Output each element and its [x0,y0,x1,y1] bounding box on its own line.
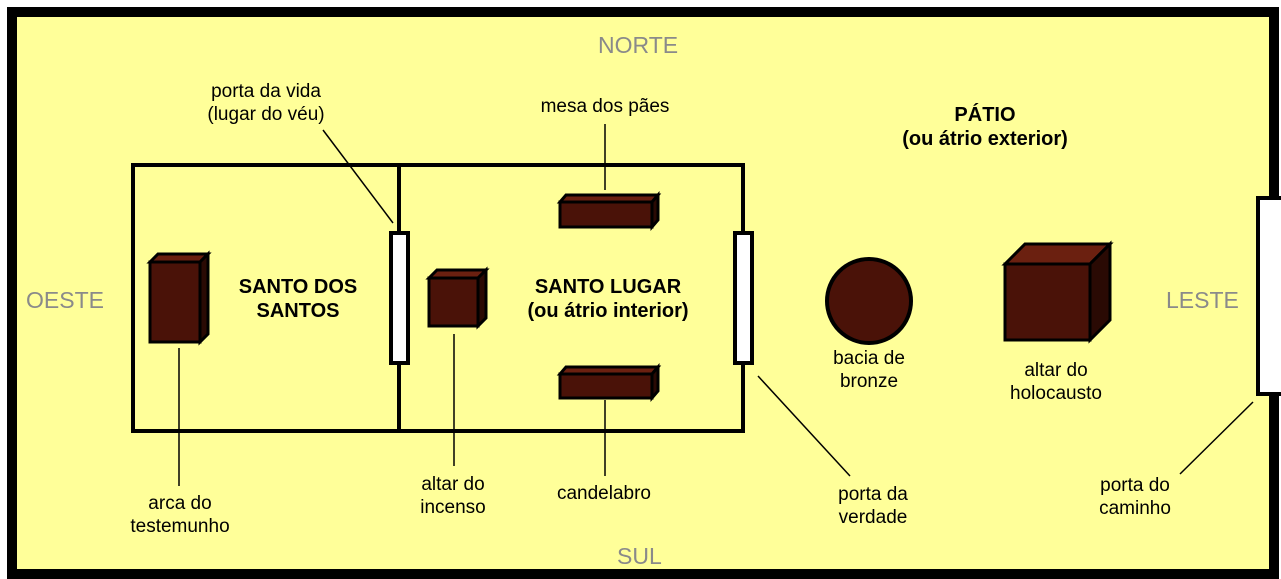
bronze-laver [825,257,913,345]
lampstand-label-line-1: candelabro [556,483,652,504]
truth-door-label: porta da verdade [838,483,908,529]
truth-door-label-line-2: verdade [838,507,908,528]
veil-door-label: porta da vida (lugar do véu) [207,80,324,126]
truth-door-label-line-1: porta da [838,484,908,505]
direction-west: OESTE [26,287,104,313]
direction-south: SUL [617,543,662,569]
incense-altar [425,266,490,330]
holy-of-holies-label: SANTO DOS SANTOS [239,275,358,323]
laver-label-line-1: bacia de [833,348,905,369]
veil-door-label-line-1: porta da vida [211,81,321,102]
bread-table [556,190,662,232]
holy-of-holies-line-1: SANTO DOS [238,276,358,298]
burnt-altar [1001,240,1114,344]
burnt-altar-label-line-1: altar do [1024,360,1088,381]
ark-of-testimony [146,250,212,346]
burnt-altar-label: altar do holocausto [1010,359,1102,405]
direction-north: NORTE [598,32,679,58]
ark-label-line-1: arca do [148,493,212,514]
ark-label-line-2: testemunho [130,516,230,537]
holy-place-title: SANTO LUGAR [534,276,682,298]
courtyard-label: PÁTIO (ou átrio exterior) [902,103,1068,151]
holy-place-subtitle: (ou átrio interior) [527,300,689,322]
courtyard-subtitle: (ou átrio exterior) [902,128,1068,150]
truth-door [733,231,754,365]
bread-table-label-line-1: mesa dos pães [540,96,670,117]
laver-label-line-2: bronze [839,371,899,392]
courtyard-title: PÁTIO [954,104,1016,126]
laver-label: bacia de bronze [833,347,905,393]
way-door [1256,196,1281,396]
leader-veil-door [322,129,394,224]
way-door-label-line-1: porta do [1100,475,1170,496]
direction-east: LESTE [1166,287,1239,313]
incense-altar-label: altar do incenso [420,473,486,519]
leader-way-door [1179,401,1254,475]
holy-place-label: SANTO LUGAR (ou átrio interior) [527,275,688,323]
ark-label: arca do testemunho [130,492,229,538]
lampstand-label: candelabro [557,482,651,505]
way-door-label: porta do caminho [1099,474,1171,520]
lampstand [556,362,662,403]
holy-of-holies-line-2: SANTOS [256,300,340,322]
way-door-label-line-2: caminho [1099,498,1171,519]
bread-table-label: mesa dos pães [541,95,670,118]
veil-door-label-line-2: (lugar do véu) [207,104,325,125]
leader-truth-door [757,375,851,477]
veil-door [389,231,410,365]
incense-altar-label-line-1: altar do [421,474,485,495]
burnt-altar-label-line-2: holocausto [1010,383,1102,404]
incense-altar-label-line-2: incenso [420,497,486,518]
